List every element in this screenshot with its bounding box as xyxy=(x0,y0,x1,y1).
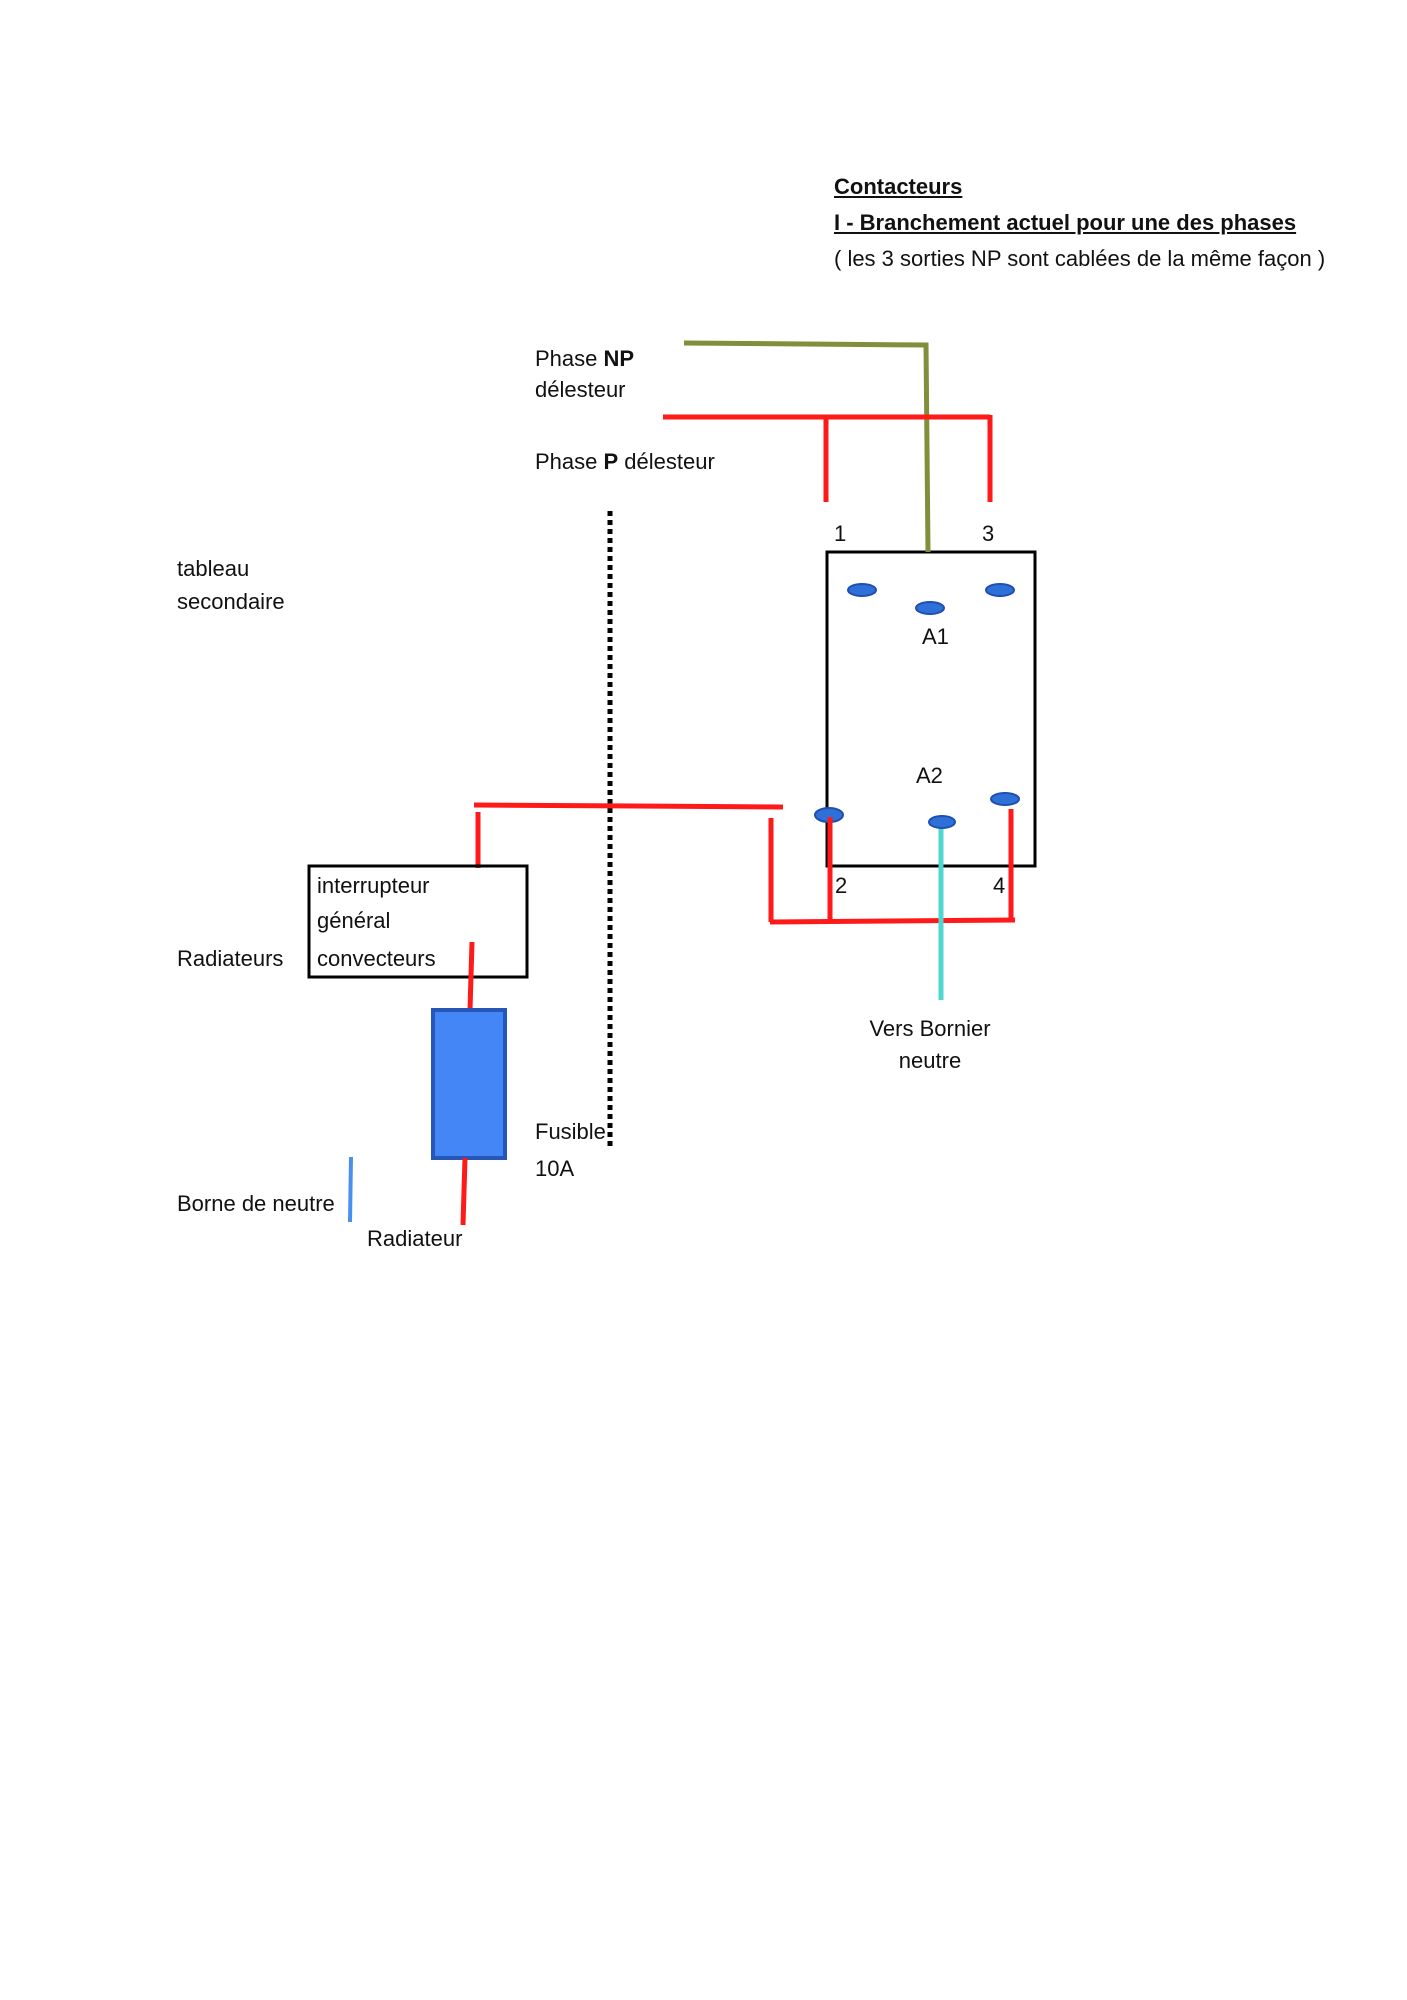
switch-box-line3: convecteurs xyxy=(317,946,436,971)
output-bus-wire xyxy=(769,917,1016,925)
diagram-note: ( les 3 sorties NP sont cablées de la mê… xyxy=(834,246,1326,271)
terminal-2-label: 2 xyxy=(835,873,848,898)
phase-np-label-line2: délesteur xyxy=(535,377,626,402)
feed-wire xyxy=(473,802,784,810)
terminal-1-label: 1 xyxy=(834,521,847,546)
tableau-label-line2: secondaire xyxy=(177,589,285,614)
terminal-4-icon xyxy=(990,792,1020,806)
phase-p-bold: P xyxy=(603,449,619,474)
diagram-subtitle: I - Branchement actuel pour une des phas… xyxy=(834,210,1297,235)
tableau-label-line1: tableau xyxy=(177,556,250,581)
terminal-4-label: 4 xyxy=(993,873,1006,898)
phase-p-suffix: délesteur xyxy=(618,449,715,474)
radiateur-label: Radiateur xyxy=(367,1226,463,1251)
borne-neutre-label: Borne de neutre xyxy=(177,1191,335,1216)
neutral-terminal-wire xyxy=(348,1156,353,1223)
phase-p-label: Phase P délesteur xyxy=(535,449,715,475)
fuse-icon xyxy=(431,1008,507,1160)
switch-to-fuse-wire xyxy=(467,941,475,1011)
phase-np-prefix: Phase xyxy=(535,346,604,371)
fusible-label-line1: Fusible xyxy=(535,1119,606,1144)
diagram-title: Contacteurs xyxy=(834,174,963,199)
np-wire xyxy=(683,340,931,553)
phase-np-bold: NP xyxy=(603,346,635,371)
coil-a2-label: A2 xyxy=(916,763,943,788)
phase-p-prefix: Phase xyxy=(535,449,604,474)
terminal-3-icon xyxy=(985,583,1015,597)
radiateurs-label: Radiateurs xyxy=(177,946,284,971)
terminal-a1-icon xyxy=(915,601,945,615)
switch-box xyxy=(307,864,529,979)
vers-bornier-label-line1: Vers Bornier xyxy=(869,1016,991,1041)
fusible-label-line2: 10A xyxy=(535,1156,575,1181)
fuse-to-radiator-wire xyxy=(460,1157,468,1226)
terminal-a2-icon xyxy=(928,815,956,829)
switch-box-line1: interrupteur xyxy=(317,873,430,898)
switch-box-line2: général xyxy=(317,908,391,933)
terminal-3-label: 3 xyxy=(982,521,995,546)
contactor-box xyxy=(825,550,1037,868)
vers-bornier-label-line2: neutre xyxy=(898,1048,962,1073)
phase-np-label: Phase NP xyxy=(535,346,634,372)
coil-a1-label: A1 xyxy=(922,624,949,649)
terminal-1-icon xyxy=(847,583,877,597)
